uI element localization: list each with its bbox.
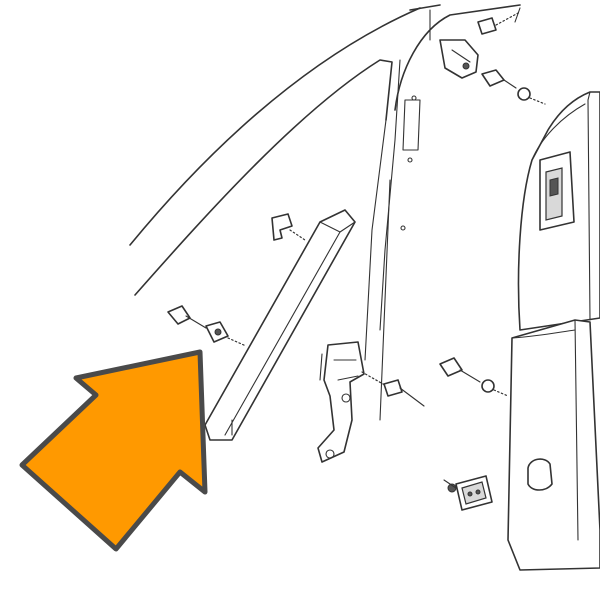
door-frame — [379, 4, 521, 421]
push-clip-left — [167, 305, 247, 347]
b-pillar-upper-trim — [517, 91, 600, 331]
upper-screw-clip — [481, 69, 546, 105]
b-pillar-lower-trim — [507, 319, 600, 571]
a-pillar-trim — [204, 209, 356, 441]
small-clip — [271, 213, 306, 241]
belt-guide-bracket — [317, 341, 391, 463]
top-clip — [477, 7, 521, 35]
push-clip-right — [439, 357, 509, 397]
upper-bracket — [439, 39, 479, 79]
windshield-frame — [129, 4, 441, 361]
lower-connector — [443, 475, 493, 511]
orange-arrow-icon — [19, 349, 208, 552]
bracket-pin — [383, 379, 425, 407]
